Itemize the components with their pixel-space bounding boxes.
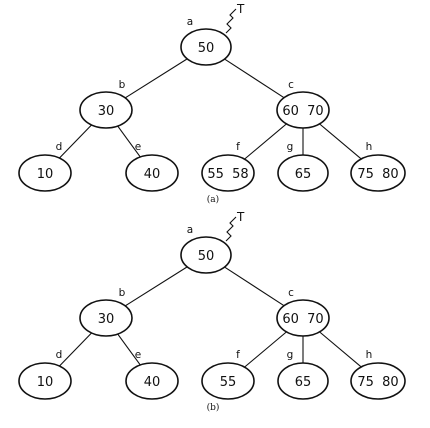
edge-c-f [244, 123, 287, 160]
tree-node-b: 30 b [79, 79, 133, 129]
node-keys: 40 [144, 375, 161, 390]
edge-a-b [124, 266, 188, 307]
edge-a-c [224, 58, 285, 99]
edge-c-h [319, 331, 362, 368]
node-label: h [366, 349, 373, 361]
root-pointer-arrow [225, 216, 237, 242]
node-label: f [236, 141, 240, 153]
edge-c-h [319, 123, 362, 160]
node-ellipse [79, 299, 133, 337]
node-keys: 10 [37, 167, 54, 182]
node-keys: 10 [37, 375, 54, 390]
tree-node-d: 10 d [18, 349, 72, 400]
node-keys: 55 [220, 375, 237, 390]
node-label: g [287, 141, 294, 153]
node-keys: 50 [198, 41, 215, 56]
node-keys: 65 [295, 167, 312, 182]
root-pointer-arrow [225, 8, 237, 34]
node-label: e [135, 349, 141, 361]
tree-diagram-b: T 50 a 30 b 60 70 c 10 d 40 e 55 f 65 g 75 80 h (b) [18, 210, 406, 413]
node-ellipse [277, 362, 329, 400]
tree-node-h: 75 80 h [350, 349, 406, 400]
node-ellipse [180, 236, 232, 274]
node-label: f [236, 349, 240, 361]
tree-node-g: 65 g [277, 141, 329, 192]
edge-b-e [117, 333, 141, 366]
node-label: b [119, 79, 126, 91]
node-ellipse [276, 299, 330, 337]
node-label: b [119, 287, 126, 299]
edge-b-d [59, 124, 92, 159]
node-label: a [187, 224, 193, 236]
node-ellipse [18, 362, 72, 400]
tree-node-e: 40 e [125, 141, 179, 192]
node-label: d [56, 349, 63, 361]
node-keys: 75 80 [357, 375, 398, 390]
node-label: a [187, 16, 193, 28]
node-ellipse [79, 91, 133, 129]
node-label: e [135, 141, 141, 153]
node-ellipse [18, 154, 72, 192]
edge-a-b [124, 58, 188, 99]
node-ellipse [350, 362, 406, 400]
diagram-caption: (a) [207, 194, 219, 205]
node-keys: 60 70 [282, 104, 323, 119]
tree-node-a: 50 a [180, 224, 232, 274]
edge-a-c [224, 266, 285, 307]
node-ellipse [350, 154, 406, 192]
tree-node-d: 10 d [18, 141, 72, 192]
node-label: c [288, 79, 294, 91]
node-keys: 75 80 [357, 167, 398, 182]
tree-node-e: 40 e [125, 349, 179, 400]
node-keys: 30 [98, 312, 115, 327]
node-keys: 50 [198, 249, 215, 264]
tree-node-h: 75 80 h [350, 141, 406, 192]
node-keys: 60 70 [282, 312, 323, 327]
node-label: h [366, 141, 373, 153]
node-ellipse [201, 362, 255, 400]
tree-node-c: 60 70 c [276, 287, 330, 337]
node-keys: 40 [144, 167, 161, 182]
node-keys: 65 [295, 375, 312, 390]
tree-node-f: 55 f [201, 349, 255, 400]
tree-node-g: 65 g [277, 349, 329, 400]
node-label: g [287, 349, 294, 361]
tree-node-b: 30 b [79, 287, 133, 337]
node-keys: 55 58 [207, 167, 248, 182]
node-ellipse [201, 154, 255, 192]
diagram-caption: (b) [207, 402, 220, 413]
tree-diagram-a: T 50 a 30 b 60 70 c 10 d 40 e 55 58 f 65 g 75 80 h (a) [18, 2, 406, 205]
tree-node-a: 50 a [180, 16, 232, 66]
node-ellipse [125, 362, 179, 400]
root-pointer-label: T [236, 2, 245, 16]
tree-node-f: 55 58 f [201, 141, 255, 192]
edge-b-d [59, 332, 92, 367]
node-ellipse [180, 28, 232, 66]
node-ellipse [276, 91, 330, 129]
node-keys: 30 [98, 104, 115, 119]
root-pointer-label: T [236, 210, 245, 224]
edge-c-f [244, 331, 287, 368]
tree-node-c: 60 70 c [276, 79, 330, 129]
node-ellipse [277, 154, 329, 192]
node-label: d [56, 141, 63, 153]
node-label: c [288, 287, 294, 299]
node-ellipse [125, 154, 179, 192]
edge-b-e [117, 125, 141, 158]
